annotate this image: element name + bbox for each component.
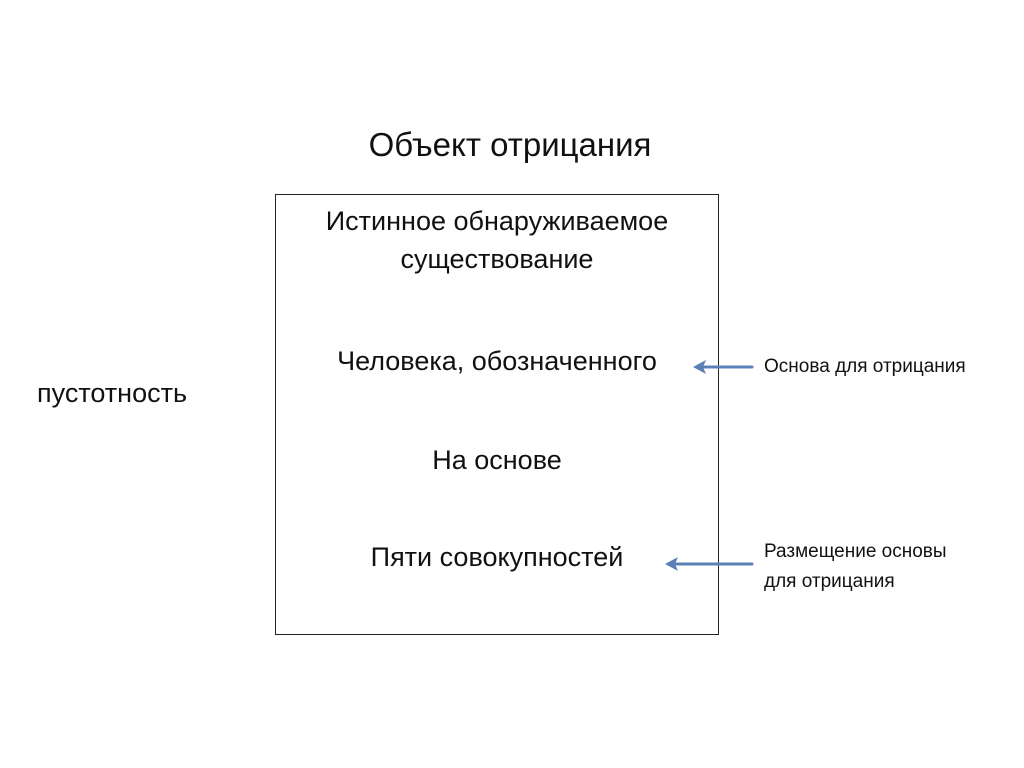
slide-title: Объект отрицания (368, 126, 652, 163)
emptiness-label: пустотность (37, 378, 188, 408)
note-basis-of-negation: Основа для отрицания (764, 352, 966, 382)
note-placement-line-2: для отрицания (764, 571, 895, 592)
box-line-five-aggregates: Пяти совокупностей (370, 542, 624, 572)
note-placement-line-1: Размещение основы (764, 541, 947, 562)
box-line-true-existence: Истинное обнаруживаемое существование (325, 206, 669, 274)
box-line-person-designated: Человека, обозначенного (337, 346, 657, 376)
note-basis-of-negation-line: Основа для отрицания (764, 356, 966, 377)
negation-object-box (275, 194, 719, 635)
box-line-on-basis: На основе (432, 445, 562, 475)
note-placement-of-basis: Размещение основы для отрицания (764, 537, 947, 597)
